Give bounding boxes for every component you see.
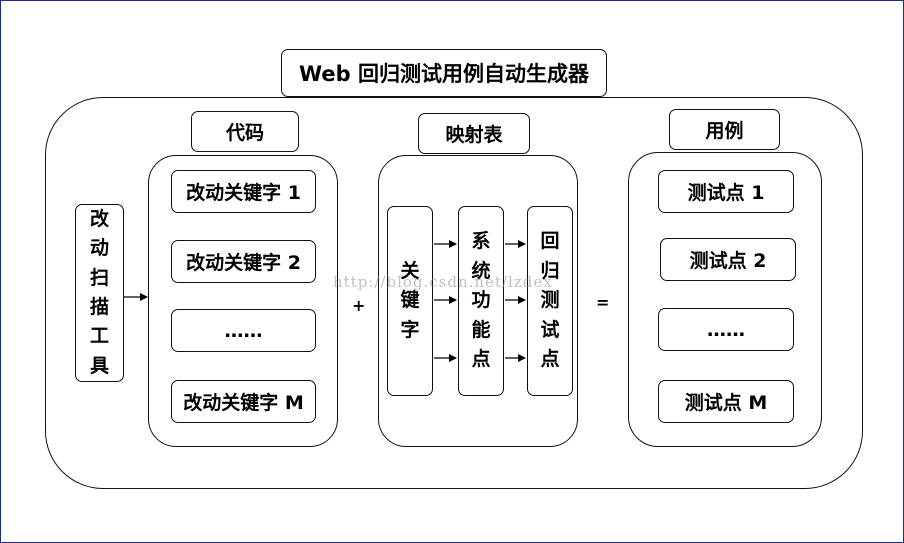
scanner-tool: 改 动 扫 描 工 具	[75, 204, 124, 382]
code-label: 代码	[191, 111, 299, 152]
diagram-title: Web 回归测试用例自动生成器	[281, 49, 607, 97]
cases-label: 用例	[669, 109, 780, 150]
code-item-2: 改动关键字 2	[171, 240, 316, 283]
plus-operator: +	[352, 296, 366, 315]
mapping-label: 映射表	[418, 113, 530, 154]
equals-operator: =	[596, 293, 610, 312]
scanner-char: 描	[89, 296, 109, 318]
mapping-regression-test-point: 回 归 测 试 点	[527, 206, 573, 396]
case-item-2: 测试点 2	[660, 238, 796, 281]
watermark-text: http://blog.csdn.net/lzdex	[333, 273, 553, 291]
function-char: 点	[471, 348, 491, 371]
case-item-ellipsis: ……	[658, 308, 794, 351]
cases-container	[628, 152, 822, 447]
code-item-1: 改动关键字 1	[171, 170, 316, 213]
case-item-m: 测试点 M	[658, 380, 794, 423]
keyword-char: 键	[400, 289, 420, 312]
regression-char: 试	[540, 318, 560, 341]
code-container	[148, 155, 338, 447]
scanner-char: 具	[89, 354, 109, 377]
mapping-system-function-point: 系 统 功 能 点	[458, 206, 504, 396]
generator-container	[45, 97, 863, 489]
code-item-m: 改动关键字 M	[171, 380, 316, 423]
scanner-char: 动	[89, 237, 109, 260]
code-item-ellipsis: ……	[171, 309, 316, 352]
function-char: 统	[471, 259, 491, 282]
scanner-char: 改	[89, 207, 109, 230]
mapping-keyword: 关 键 字	[387, 206, 433, 396]
keyword-char: 关	[400, 259, 420, 282]
function-char: 系	[471, 230, 491, 253]
function-char: 能	[471, 318, 491, 341]
function-char: 功	[471, 289, 491, 312]
scanner-char: 工	[89, 325, 109, 348]
keyword-char: 字	[400, 318, 420, 341]
regression-char: 回	[540, 230, 560, 253]
scanner-char: 扫	[89, 266, 109, 289]
regression-char: 归	[540, 259, 560, 282]
case-item-1: 测试点 1	[658, 170, 794, 213]
mapping-container	[378, 155, 578, 447]
regression-char: 点	[540, 348, 560, 371]
regression-char: 测	[540, 289, 560, 312]
